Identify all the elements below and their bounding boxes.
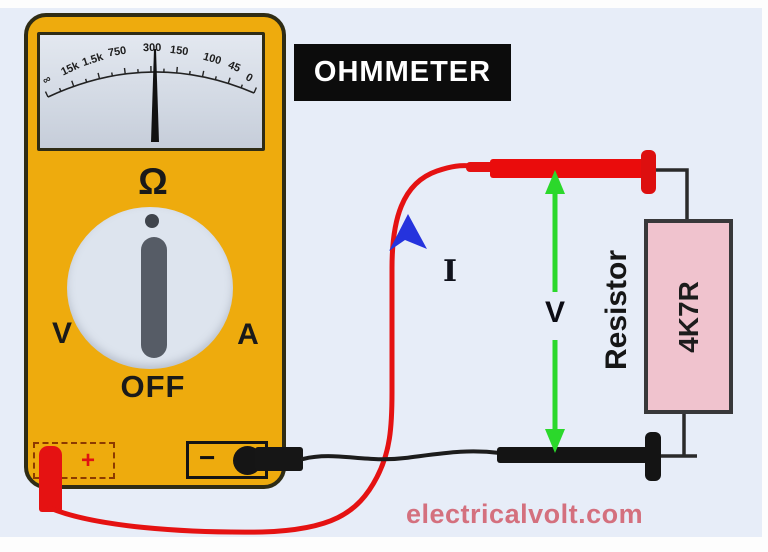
voltage-arrow-down-head-icon <box>545 429 565 453</box>
black-probe-body[interactable] <box>497 447 651 463</box>
red-probe-grip[interactable] <box>466 162 496 172</box>
analog-meter-display: ∞ 15k 1.5k 750 300 150 100 45 0 <box>37 32 265 151</box>
red-lead-wire <box>47 163 475 535</box>
dial-position-dot <box>145 214 159 228</box>
resistor-value: 4K7R <box>672 280 704 353</box>
current-direction-arrow-icon <box>389 214 427 251</box>
minus-sign: − <box>199 442 216 473</box>
amps-mode-label: A <box>237 318 259 351</box>
resistor-name-label: Resistor <box>600 249 633 371</box>
resistor-element: 4K7R <box>644 219 733 414</box>
dial-selector-knob[interactable] <box>141 237 167 358</box>
red-probe-body[interactable] <box>490 159 646 178</box>
red-probe-cap <box>641 150 656 194</box>
watermark-text: electricalvolt.com <box>406 499 644 529</box>
voltage-arrow-up-head-icon <box>545 170 565 194</box>
title-banner: OHMMETER <box>294 44 511 101</box>
current-label: I <box>443 254 458 289</box>
black-probe-cap <box>645 432 661 481</box>
resistor-bottom-wire <box>660 407 697 458</box>
positive-terminal[interactable]: + <box>33 442 115 479</box>
plus-sign: + <box>81 447 96 474</box>
off-mode-label: OFF <box>120 369 186 404</box>
rotary-dial[interactable] <box>67 207 233 369</box>
ohm-symbol: Ω <box>138 161 168 202</box>
multimeter-body: ∞ 15k 1.5k 750 300 150 100 45 0 Ω V A OF… <box>24 13 286 489</box>
meter-needle <box>151 49 159 142</box>
black-lead-wire <box>301 449 502 462</box>
black-test-lead-plug[interactable] <box>255 447 303 471</box>
page-title: OHMMETER <box>313 56 492 88</box>
red-test-lead-plug[interactable] <box>39 446 62 512</box>
voltage-label: V <box>544 296 565 329</box>
meter-scale-arc <box>44 49 258 142</box>
resistor-top-wire <box>655 168 689 221</box>
volts-mode-label: V <box>51 317 72 350</box>
